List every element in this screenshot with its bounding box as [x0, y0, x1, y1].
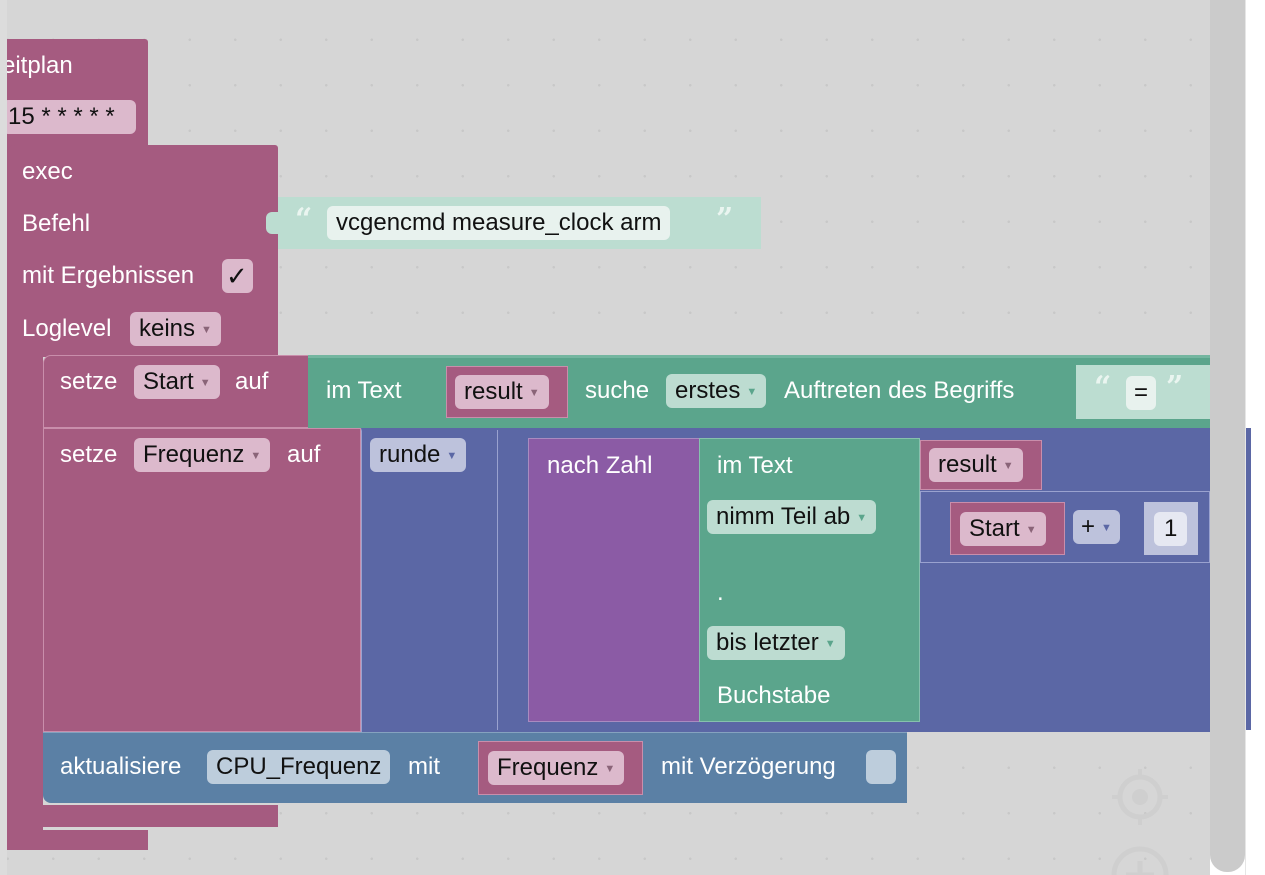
dropdown-arrow-icon: ▼	[604, 762, 616, 775]
to-number-block[interactable]	[528, 438, 700, 722]
occurrence-label: Auftreten des Begriffs	[784, 377, 1015, 404]
command-input[interactable]: vcgencmd measure_clock arm	[327, 206, 671, 240]
result-var-dropdown[interactable]: result ▼	[455, 375, 549, 409]
substring-from-dropdown[interactable]: nimm Teil ab ▼	[707, 500, 877, 534]
dropdown-arrow-icon: ▼	[1025, 523, 1037, 536]
to-number-label: nach Zahl	[547, 452, 653, 479]
schedule-title: eitplan	[2, 52, 73, 79]
delay-label: mit Verzögerung	[661, 753, 836, 780]
blockly-workspace[interactable]: eitplan 15 * * * * * exec Befehl mit Erg…	[0, 0, 1210, 875]
set-frequenz-block[interactable]	[43, 428, 361, 732]
operator: +	[1081, 513, 1096, 540]
dropdown-arrow-icon: ▼	[528, 386, 540, 399]
operator-dropdown[interactable]: +▼	[1073, 510, 1120, 544]
start-var: Start	[969, 515, 1020, 542]
workspace-left-edge	[0, 0, 7, 875]
occurrence-dropdown[interactable]: erstes ▼	[666, 374, 767, 408]
state-id-field[interactable]: CPU_Frequenz	[207, 750, 391, 784]
round-op: runde	[379, 441, 441, 468]
loglevel-label: Loglevel	[22, 315, 112, 342]
with-label: mit	[408, 753, 440, 780]
update-state-block[interactable]	[43, 732, 907, 803]
frequenz-var: Frequenz	[497, 754, 599, 781]
right-panel-edge	[1245, 0, 1265, 875]
offscreen-block-edge	[1246, 428, 1251, 730]
exec-bottom	[7, 805, 278, 827]
substring-to: bis letzter	[716, 629, 819, 656]
dropdown-arrow-icon: ▼	[824, 637, 836, 650]
frequenz-var: Frequenz	[143, 441, 245, 468]
vertical-scrollbar-thumb[interactable]	[1210, 0, 1245, 872]
dropdown-arrow-icon: ▼	[1002, 459, 1014, 472]
schedule-bottom	[7, 830, 148, 850]
start-var-dropdown[interactable]: Start ▼	[134, 365, 220, 399]
results-label: mit Ergebnissen	[22, 262, 195, 289]
loglevel-value: keins	[139, 315, 196, 342]
recenter-icon[interactable]	[1108, 765, 1172, 829]
occurrence-value: erstes	[675, 377, 741, 404]
dropdown-arrow-icon: ▼	[1101, 521, 1112, 534]
dropdown-arrow-icon: ▼	[199, 376, 211, 389]
zoom-in-icon[interactable]	[1108, 843, 1172, 875]
loglevel-dropdown[interactable]: keins ▼	[130, 312, 221, 346]
substring-block[interactable]	[699, 438, 920, 722]
open-quote-icon: “	[295, 202, 313, 237]
set-label: setze	[60, 441, 118, 468]
delay-checkbox[interactable]	[866, 750, 896, 784]
exec-body	[7, 357, 43, 832]
exec-title: exec	[22, 158, 73, 185]
command-label: Befehl	[22, 210, 91, 237]
term-input[interactable]: =	[1126, 376, 1157, 410]
dropdown-arrow-icon: ▼	[446, 449, 458, 462]
start-var-dropdown[interactable]: Start ▼	[960, 512, 1046, 546]
frequenz-var-dropdown[interactable]: Frequenz ▼	[488, 751, 625, 785]
operand-input[interactable]: 1	[1154, 512, 1188, 546]
cron-field[interactable]: 15 * * * * *	[2, 100, 136, 134]
to-label: auf	[287, 441, 321, 468]
search-label: suche	[585, 377, 650, 404]
to-label: auf	[235, 368, 269, 395]
results-checkbox[interactable]: ✓	[222, 259, 253, 293]
result-var-dropdown[interactable]: result ▼	[929, 448, 1023, 482]
substring-to-dropdown[interactable]: bis letzter ▼	[707, 626, 845, 660]
set-label: setze	[60, 368, 118, 395]
frequenz-var-dropdown[interactable]: Frequenz ▼	[134, 438, 271, 472]
dropdown-arrow-icon: ▼	[856, 511, 868, 524]
in-text-label: im Text	[717, 452, 793, 479]
round-op-dropdown[interactable]: runde ▼	[370, 438, 467, 472]
update-label: aktualisiere	[60, 753, 182, 780]
start-var: Start	[143, 368, 194, 395]
close-quote-icon: ”	[716, 202, 734, 237]
input-connector	[266, 212, 278, 234]
letter-label: Buchstabe	[717, 682, 831, 709]
dropdown-arrow-icon: ▼	[250, 449, 262, 462]
substring-from: nimm Teil ab	[716, 503, 851, 530]
dropdown-arrow-icon: ▼	[746, 385, 758, 398]
dot-label: .	[717, 579, 724, 606]
close-quote-icon: ”	[1166, 370, 1184, 405]
dropdown-arrow-icon: ▼	[201, 323, 212, 336]
open-quote-icon: “	[1094, 370, 1112, 405]
result-var: result	[464, 378, 523, 405]
result-var: result	[938, 451, 997, 478]
in-text-label: im Text	[326, 377, 402, 404]
